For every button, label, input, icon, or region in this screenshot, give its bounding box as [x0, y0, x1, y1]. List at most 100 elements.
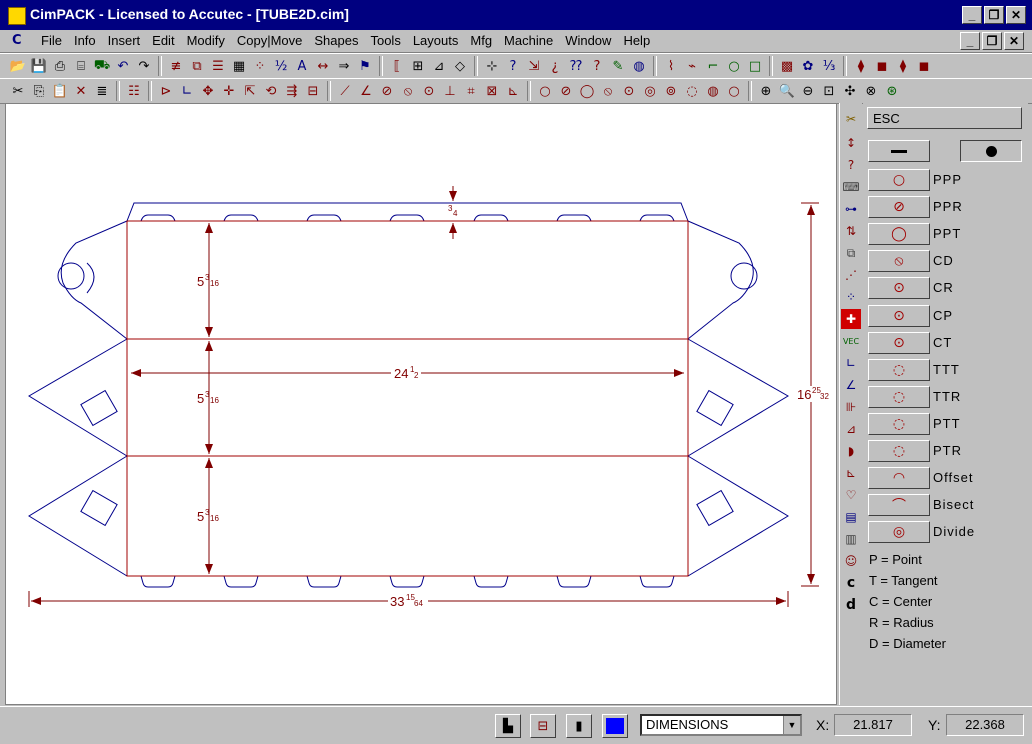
zoom-all-icon[interactable]: ⊕	[760, 83, 772, 99]
circle-ttt-icon[interactable]: ◌	[686, 83, 698, 99]
save-icon[interactable]: 💾	[30, 58, 48, 74]
line-point-icon[interactable]: ⊙	[423, 83, 435, 99]
nest2-icon[interactable]: ⧫	[899, 58, 907, 74]
print-icon[interactable]: ⎙	[54, 58, 66, 74]
dropdown-arrow-icon[interactable]: ▼	[783, 716, 800, 734]
undo-icon[interactable]: ↶	[117, 58, 129, 74]
globe-icon[interactable]: ◍	[633, 58, 645, 74]
offset-icon[interactable]: ⇶	[286, 83, 298, 99]
query-point-icon[interactable]: ?	[593, 58, 601, 74]
esc-button[interactable]: ESC	[867, 107, 1022, 129]
crossed-box-icon[interactable]: ⊠	[486, 83, 498, 99]
join-line-icon[interactable]: ⌁	[688, 58, 696, 74]
slope-dim-icon[interactable]: ⊿	[845, 422, 857, 436]
notes-icon[interactable]: ✎	[612, 58, 624, 74]
shape-button-offset[interactable]: ◠	[868, 467, 930, 490]
open-icon[interactable]: 📂	[9, 58, 27, 74]
hatch-pattern-icon[interactable]: ▥	[845, 532, 857, 546]
zoom-in-icon[interactable]: 🔍	[778, 83, 796, 99]
angle-dim2-icon[interactable]: ∠	[845, 378, 857, 392]
smile-icon[interactable]: ☺	[844, 554, 858, 568]
note-icon[interactable]: ▤	[845, 510, 857, 524]
snap-arrows-icon[interactable]: ⇅	[845, 224, 857, 238]
move-cross-icon[interactable]: ✛	[223, 83, 235, 99]
shape-button-cr[interactable]: ⊙	[868, 277, 930, 300]
circle-green-icon[interactable]: ○	[728, 58, 740, 74]
list-icon[interactable]: ≣	[96, 83, 108, 99]
corner-icon[interactable]: ∟	[181, 83, 193, 99]
center-c-icon[interactable]: c	[846, 575, 856, 591]
menu-info[interactable]: Info	[73, 33, 96, 48]
snap-direction-icon[interactable]: ↕	[845, 136, 857, 150]
break-line-icon[interactable]: ⌇	[667, 58, 675, 74]
menu-machine[interactable]: Machine	[504, 33, 554, 48]
layer-manager-button[interactable]: ▙	[495, 714, 521, 738]
stop2-icon[interactable]: ◼	[918, 58, 930, 74]
shape-button-bisect[interactable]: ⌒	[868, 494, 930, 517]
dimension-icon[interactable]: ↔	[317, 58, 329, 74]
zoom-window-icon[interactable]: ⊡	[823, 83, 835, 99]
arc-dim-icon[interactable]: ◗	[847, 444, 855, 458]
shape-button-ppr[interactable]: ⊘	[868, 196, 930, 219]
circle-ct-icon[interactable]: ⊚	[665, 83, 677, 99]
menu-mfg[interactable]: Mfg	[470, 33, 493, 48]
circle-ptr-icon[interactable]: ○	[728, 83, 740, 99]
minimize-button[interactable]: _	[962, 6, 982, 24]
menu-edit[interactable]: Edit	[152, 33, 175, 48]
stop-icon[interactable]: ◼	[876, 58, 888, 74]
delete-icon[interactable]: ✕	[75, 83, 87, 99]
circle-ppt-icon[interactable]: ◯	[579, 83, 595, 99]
shape-button-ptt[interactable]: ◌	[868, 412, 930, 435]
redo-icon[interactable]: ↷	[138, 58, 150, 74]
vec-text-icon[interactable]: VEC	[842, 336, 860, 346]
layer-dropdown[interactable]: DIMENSIONS ▼	[640, 714, 802, 736]
enter-icon[interactable]: ⊳	[160, 83, 172, 99]
radius-dim-icon[interactable]: ⊾	[845, 466, 857, 480]
fraction-icon[interactable]: ½	[274, 58, 288, 74]
circle-ppp-icon[interactable]: ○	[539, 83, 551, 99]
scale-icon[interactable]: ◇	[455, 58, 465, 74]
doc-restore-button[interactable]: ❐	[982, 32, 1002, 50]
step-line-icon[interactable]: ⌐	[707, 58, 719, 74]
menu-help[interactable]: Help	[623, 33, 651, 48]
line-weight-button[interactable]: ▮	[566, 714, 592, 738]
nest-icon[interactable]: ⧫	[857, 58, 865, 74]
snap-line-dots-icon[interactable]: ⋰	[845, 268, 857, 282]
point-mode-button[interactable]	[960, 140, 1022, 162]
grid-dots-icon[interactable]: ⁘	[254, 58, 266, 74]
diameter-d-icon[interactable]: d	[845, 597, 857, 613]
heart-dim-icon[interactable]: ♡	[845, 488, 857, 502]
menu-file[interactable]: File	[41, 33, 62, 48]
flag-icon[interactable]: ⚑	[359, 58, 371, 74]
move-icon[interactable]: ✥	[202, 83, 214, 99]
array-icon[interactable]: ⊟	[307, 83, 319, 99]
shape-button-cp[interactable]: ⊙	[868, 304, 930, 327]
layers-icon[interactable]: ☷	[128, 83, 140, 99]
snap-icon[interactable]: ✂	[845, 112, 857, 126]
line-mode-button[interactable]	[868, 140, 930, 162]
zoom-pan-icon[interactable]: ✣	[844, 83, 856, 99]
keyboard-icon[interactable]: ⌨	[842, 180, 860, 194]
menu-layouts[interactable]: Layouts	[412, 33, 459, 48]
zoom-out-icon[interactable]: ⊖	[802, 83, 814, 99]
text-icon[interactable]: A	[297, 58, 307, 74]
circle-cp-icon[interactable]: ◎	[644, 83, 656, 99]
info-question-icon[interactable]: ¿	[551, 58, 559, 74]
circle-ppr-icon[interactable]: ⊘	[560, 83, 572, 99]
plot-icon[interactable]: ⌸	[77, 58, 85, 74]
app-icon[interactable]	[8, 7, 26, 25]
machine-icon[interactable]: ⛟	[93, 57, 111, 73]
circle-cd-icon[interactable]: ⦸	[603, 83, 613, 99]
layer-list-icon[interactable]: ☰	[212, 58, 224, 74]
circle-ttr-icon[interactable]: ◍	[707, 83, 719, 99]
shape-button-ppt[interactable]: ◯	[868, 223, 930, 246]
measure-icon[interactable]: ⊹	[486, 58, 498, 74]
palette-icon[interactable]: ▩	[780, 58, 794, 74]
bar-dim-icon[interactable]: ⊪	[845, 400, 857, 414]
doc-close-button[interactable]: ✕	[1004, 32, 1024, 50]
snap-end-icon[interactable]: ⊶	[845, 202, 857, 216]
line-tangent-icon[interactable]: ⦸	[403, 83, 413, 99]
line-icon[interactable]: ⟋	[340, 83, 350, 99]
circle-cr-icon[interactable]: ⊙	[623, 83, 635, 99]
grid-angle-icon[interactable]: ⊿	[433, 58, 445, 74]
